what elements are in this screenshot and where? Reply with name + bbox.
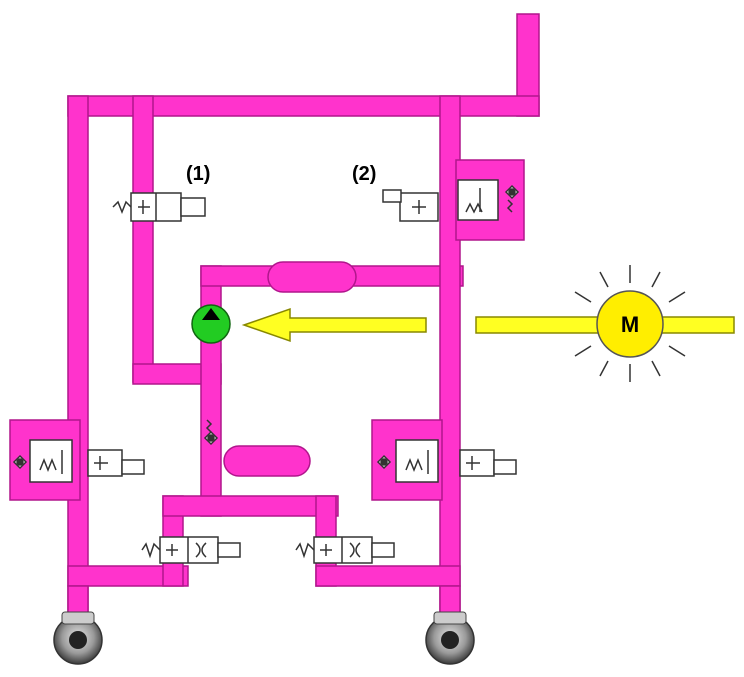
hydraulic-lines xyxy=(9,13,540,617)
valve-left xyxy=(87,449,145,477)
check-valve-top-right xyxy=(504,184,520,213)
valve-bottom-right xyxy=(295,536,395,564)
check-valves xyxy=(12,184,520,470)
motor-icon: M xyxy=(574,265,686,382)
accumulator-top-right xyxy=(457,179,499,221)
valve-1-label: (1) xyxy=(186,163,210,185)
accumulator-left xyxy=(29,439,73,483)
valve-bottom-left xyxy=(141,536,241,564)
brake-disc-icon xyxy=(53,611,103,665)
pump-icon xyxy=(191,304,231,344)
brake-disc-right-icon xyxy=(425,611,475,665)
check-valve-right xyxy=(376,454,392,470)
check-valve-center xyxy=(203,419,219,446)
accumulator-right xyxy=(395,439,439,483)
accumulator-lower xyxy=(223,445,311,477)
valve-2 xyxy=(382,189,439,222)
arrow-left-icon xyxy=(241,307,427,343)
accumulator-upper xyxy=(267,261,357,293)
valve-2-label: (2) xyxy=(352,163,376,185)
valve-right xyxy=(459,449,517,477)
motor-label: M xyxy=(621,312,639,337)
valves xyxy=(29,179,517,564)
valve-1 xyxy=(112,192,206,222)
check-valve-left xyxy=(12,454,28,470)
